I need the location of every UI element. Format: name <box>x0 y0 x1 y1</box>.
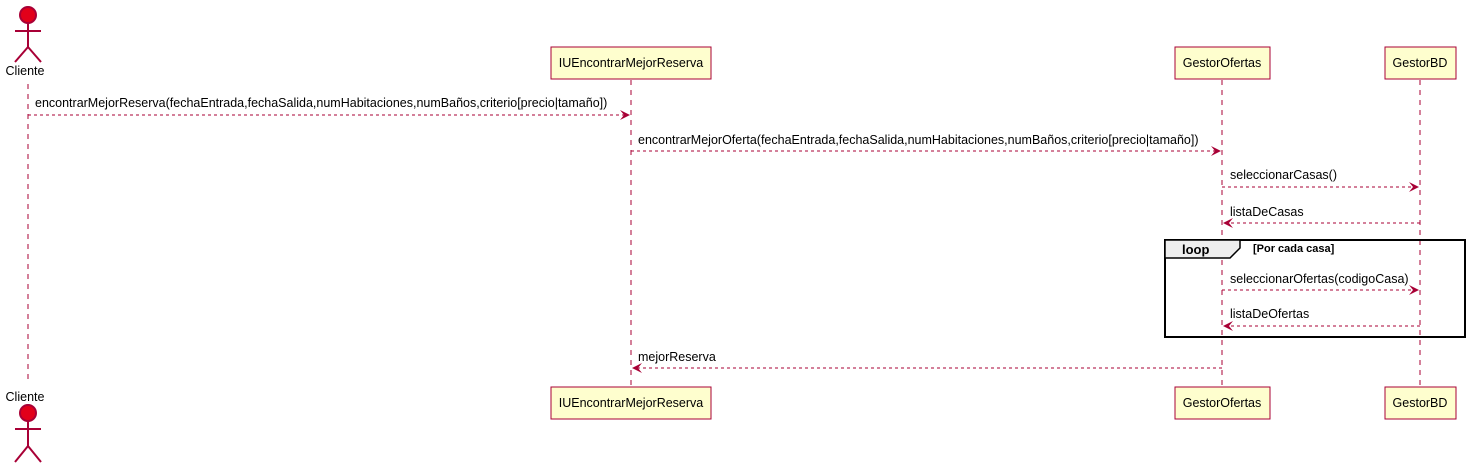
actor-cliente-bottom: Cliente <box>6 390 45 463</box>
participant-label: GestorOfertas <box>1183 396 1262 410</box>
loop-fragment: loop [Por cada casa] <box>1164 239 1466 338</box>
participant-gestor-ofertas-top: GestorOfertas <box>1174 46 1271 80</box>
message-label: seleccionarCasas() <box>1230 168 1337 182</box>
message-label: seleccionarOfertas(codigoCasa) <box>1230 272 1409 286</box>
participant-label: IUEncontrarMejorReserva <box>559 396 704 410</box>
actor-cliente-top: Cliente <box>6 6 45 78</box>
loop-keyword: loop <box>1182 242 1209 257</box>
participant-gestor-bd-top: GestorBD <box>1384 46 1457 80</box>
participant-label: GestorOfertas <box>1183 56 1262 70</box>
message-encontrar-mejor-oferta: encontrarMejorOferta(fechaEntrada,fechaS… <box>631 133 1221 156</box>
participant-label: GestorBD <box>1393 396 1448 410</box>
participant-iu-top: IUEncontrarMejorReserva <box>550 46 712 80</box>
message-label: encontrarMejorOferta(fechaEntrada,fechaS… <box>638 133 1198 147</box>
participant-gestor-ofertas-bottom: GestorOfertas <box>1174 386 1271 420</box>
actor-label-bottom: Cliente <box>6 390 45 404</box>
message-label: encontrarMejorReserva(fechaEntrada,fecha… <box>35 96 607 110</box>
actor-figure-icon <box>14 6 42 63</box>
message-label: listaDeCasas <box>1230 205 1304 219</box>
message-mejor-reserva: mejorReserva <box>632 350 1222 373</box>
message-seleccionar-casas: seleccionarCasas() <box>1222 168 1419 192</box>
actor-figure-icon <box>14 404 42 463</box>
message-lista-de-ofertas: listaDeOfertas <box>1223 307 1420 331</box>
actor-label-top: Cliente <box>6 64 45 78</box>
message-seleccionar-ofertas: seleccionarOfertas(codigoCasa) <box>1222 272 1419 295</box>
participant-gestor-bd-bottom: GestorBD <box>1384 386 1457 420</box>
message-label: listaDeOfertas <box>1230 307 1309 321</box>
loop-condition: [Por cada casa] <box>1253 243 1335 255</box>
message-lista-de-casas: listaDeCasas <box>1223 205 1420 228</box>
message-encontrar-mejor-reserva: encontrarMejorReserva(fechaEntrada,fecha… <box>28 96 630 120</box>
participant-label: IUEncontrarMejorReserva <box>559 56 704 70</box>
participant-label: GestorBD <box>1393 56 1448 70</box>
participant-iu-bottom: IUEncontrarMejorReserva <box>550 386 712 420</box>
message-label: mejorReserva <box>638 350 716 364</box>
